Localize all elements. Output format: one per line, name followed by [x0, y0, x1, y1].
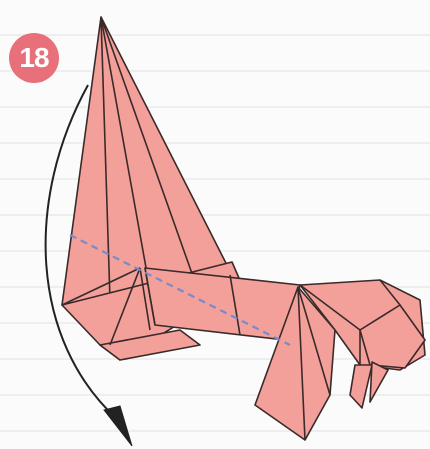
fold-arrow-head	[104, 406, 132, 446]
front-foot-2	[370, 362, 388, 402]
tall-flap	[62, 17, 232, 305]
front-foot	[350, 365, 372, 408]
